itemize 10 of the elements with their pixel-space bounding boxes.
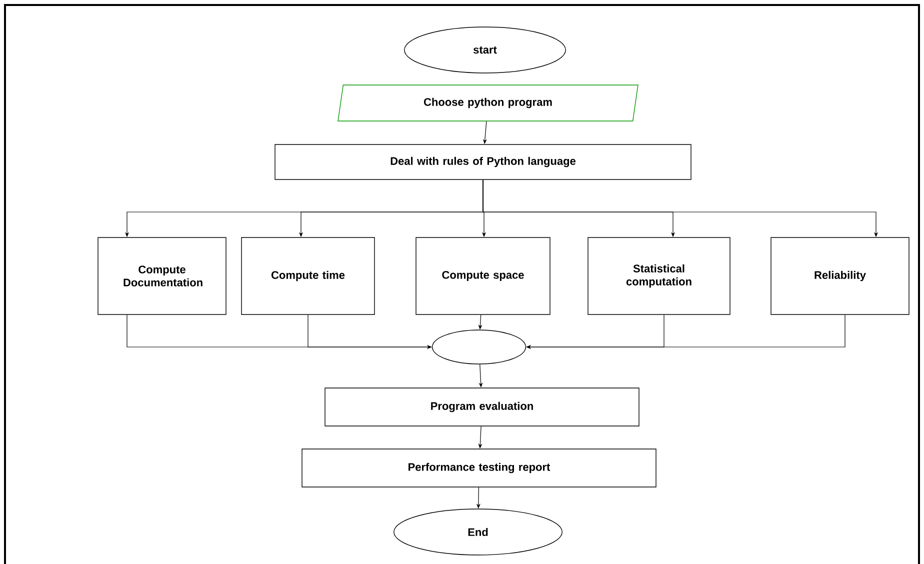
process-box: Compute time (241, 237, 375, 315)
process-box: Reliability (770, 237, 910, 315)
input-parallelogram: Choose python program (338, 84, 638, 122)
process-box: Statistical computation (588, 237, 730, 315)
process-box: Compute Documentation (98, 237, 226, 315)
process-box: Compute space (416, 237, 550, 315)
process-box: Performance testing report (302, 448, 656, 488)
process-box: Program evaluation (324, 388, 640, 426)
junction-ellipse (432, 330, 526, 364)
process-box: Deal with rules of Python language (274, 144, 692, 180)
